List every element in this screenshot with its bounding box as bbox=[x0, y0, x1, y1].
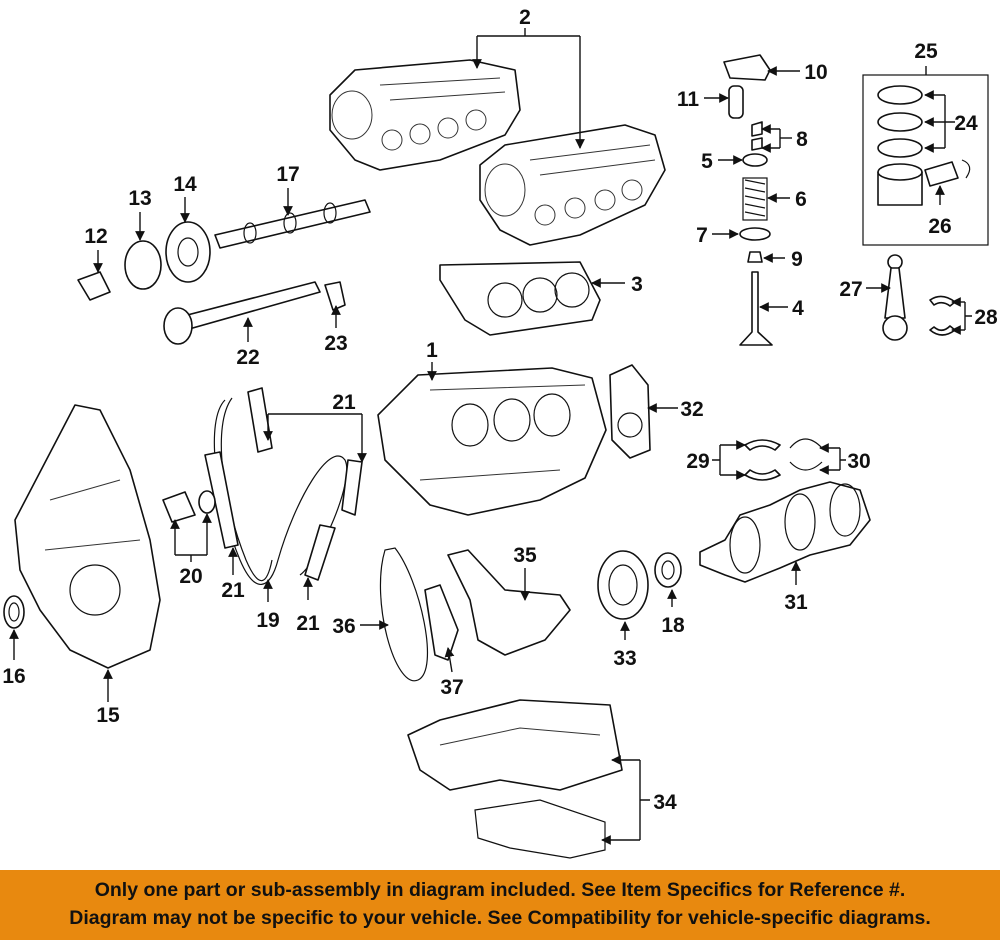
callout-6: 6 bbox=[795, 188, 807, 211]
chain-tensioner bbox=[162, 490, 216, 523]
camshaft-upper bbox=[214, 199, 371, 249]
callout-21-left: 21 bbox=[221, 579, 245, 602]
callout-36: 36 bbox=[332, 615, 355, 638]
timing-cover bbox=[14, 404, 161, 669]
camshaft-lower bbox=[163, 281, 321, 345]
valve-spring bbox=[742, 177, 768, 221]
callout-24: 24 bbox=[954, 112, 978, 135]
callout-5: 5 bbox=[701, 150, 713, 173]
cam-sprocket bbox=[124, 240, 162, 290]
disclaimer-line-2: Diagram may not be specific to your vehi… bbox=[69, 907, 931, 929]
harmonic-balancer bbox=[597, 550, 649, 620]
callout-25: 25 bbox=[914, 40, 938, 63]
hydraulic-lifter bbox=[728, 85, 744, 119]
callout-17: 17 bbox=[276, 163, 299, 186]
callout-28: 28 bbox=[974, 306, 998, 329]
chain-guide-b bbox=[204, 451, 239, 549]
front-crank-seal bbox=[3, 595, 25, 629]
connecting-rod bbox=[882, 254, 908, 341]
thrust-washers bbox=[789, 438, 823, 471]
callout-8: 8 bbox=[796, 128, 808, 151]
callout-2: 2 bbox=[519, 6, 531, 29]
callout-3: 3 bbox=[631, 273, 643, 296]
engine-block bbox=[377, 367, 607, 516]
callout-34: 34 bbox=[653, 791, 677, 814]
crankshaft bbox=[699, 481, 871, 583]
rod-bearings bbox=[929, 295, 956, 336]
rear-cover bbox=[609, 364, 651, 459]
callout-14: 14 bbox=[173, 173, 197, 196]
engine-parts-diagram: 2 3 1 32 10 11 8 5 6 7 9 4 25 24 26 27 2… bbox=[2, 6, 998, 859]
oil-pan bbox=[407, 699, 623, 791]
engine-valve bbox=[739, 271, 773, 346]
crank-gear bbox=[654, 552, 682, 588]
callout-37: 37 bbox=[440, 676, 463, 699]
callout-11: 11 bbox=[677, 88, 700, 111]
callout-30: 30 bbox=[847, 450, 870, 473]
piston-kit-box bbox=[862, 74, 989, 246]
callout-26: 26 bbox=[928, 215, 951, 238]
valve-keepers bbox=[751, 121, 763, 151]
disclaimer-line-1: Only one part or sub-assembly in diagram… bbox=[94, 879, 906, 901]
callout-33: 33 bbox=[613, 647, 636, 670]
callout-32: 32 bbox=[680, 398, 703, 421]
callout-19: 19 bbox=[256, 609, 279, 632]
oil-pump bbox=[447, 549, 571, 656]
oil-pump-belt bbox=[379, 547, 429, 682]
cam-sensor bbox=[324, 281, 346, 311]
callout-21-top: 21 bbox=[332, 391, 356, 414]
callouts: 2 3 1 32 10 11 8 5 6 7 9 4 25 24 26 27 2… bbox=[2, 6, 998, 814]
callout-4: 4 bbox=[792, 297, 804, 320]
callout-12: 12 bbox=[84, 225, 107, 248]
cylinder-head-right bbox=[479, 124, 666, 246]
callout-10: 10 bbox=[804, 61, 827, 84]
cylinder-head-left bbox=[329, 59, 521, 171]
chain-guide-c bbox=[341, 459, 363, 516]
callout-1: 1 bbox=[426, 339, 438, 362]
callout-21-right: 21 bbox=[296, 612, 320, 635]
callout-16: 16 bbox=[2, 665, 25, 688]
oil-pump-guide bbox=[424, 584, 459, 661]
valve-spring-seat bbox=[739, 227, 771, 241]
callout-9: 9 bbox=[791, 248, 803, 271]
callout-35: 35 bbox=[513, 544, 537, 567]
callout-13: 13 bbox=[128, 187, 151, 210]
valve-stem-seal bbox=[747, 251, 763, 263]
main-bearings bbox=[744, 439, 781, 481]
callout-23: 23 bbox=[324, 332, 347, 355]
callout-15: 15 bbox=[96, 704, 120, 727]
timing-chain bbox=[213, 397, 348, 585]
callout-22: 22 bbox=[236, 346, 259, 369]
rocker-arm bbox=[723, 54, 771, 81]
callout-29: 29 bbox=[686, 450, 709, 473]
disclaimer-banner: Only one part or sub-assembly in diagram… bbox=[0, 870, 1000, 940]
callout-31: 31 bbox=[784, 591, 808, 614]
head-gasket bbox=[439, 261, 601, 336]
chain-guide-d bbox=[304, 524, 336, 581]
callout-7: 7 bbox=[696, 224, 708, 247]
leader-lines bbox=[9, 28, 972, 845]
callout-20: 20 bbox=[179, 565, 202, 588]
oil-pan-gasket bbox=[474, 799, 606, 859]
valve-spring-retainer bbox=[742, 153, 768, 167]
callout-18: 18 bbox=[661, 614, 685, 637]
cam-bolt bbox=[77, 271, 111, 301]
callout-27: 27 bbox=[839, 278, 862, 301]
cam-adjuster bbox=[165, 221, 211, 283]
